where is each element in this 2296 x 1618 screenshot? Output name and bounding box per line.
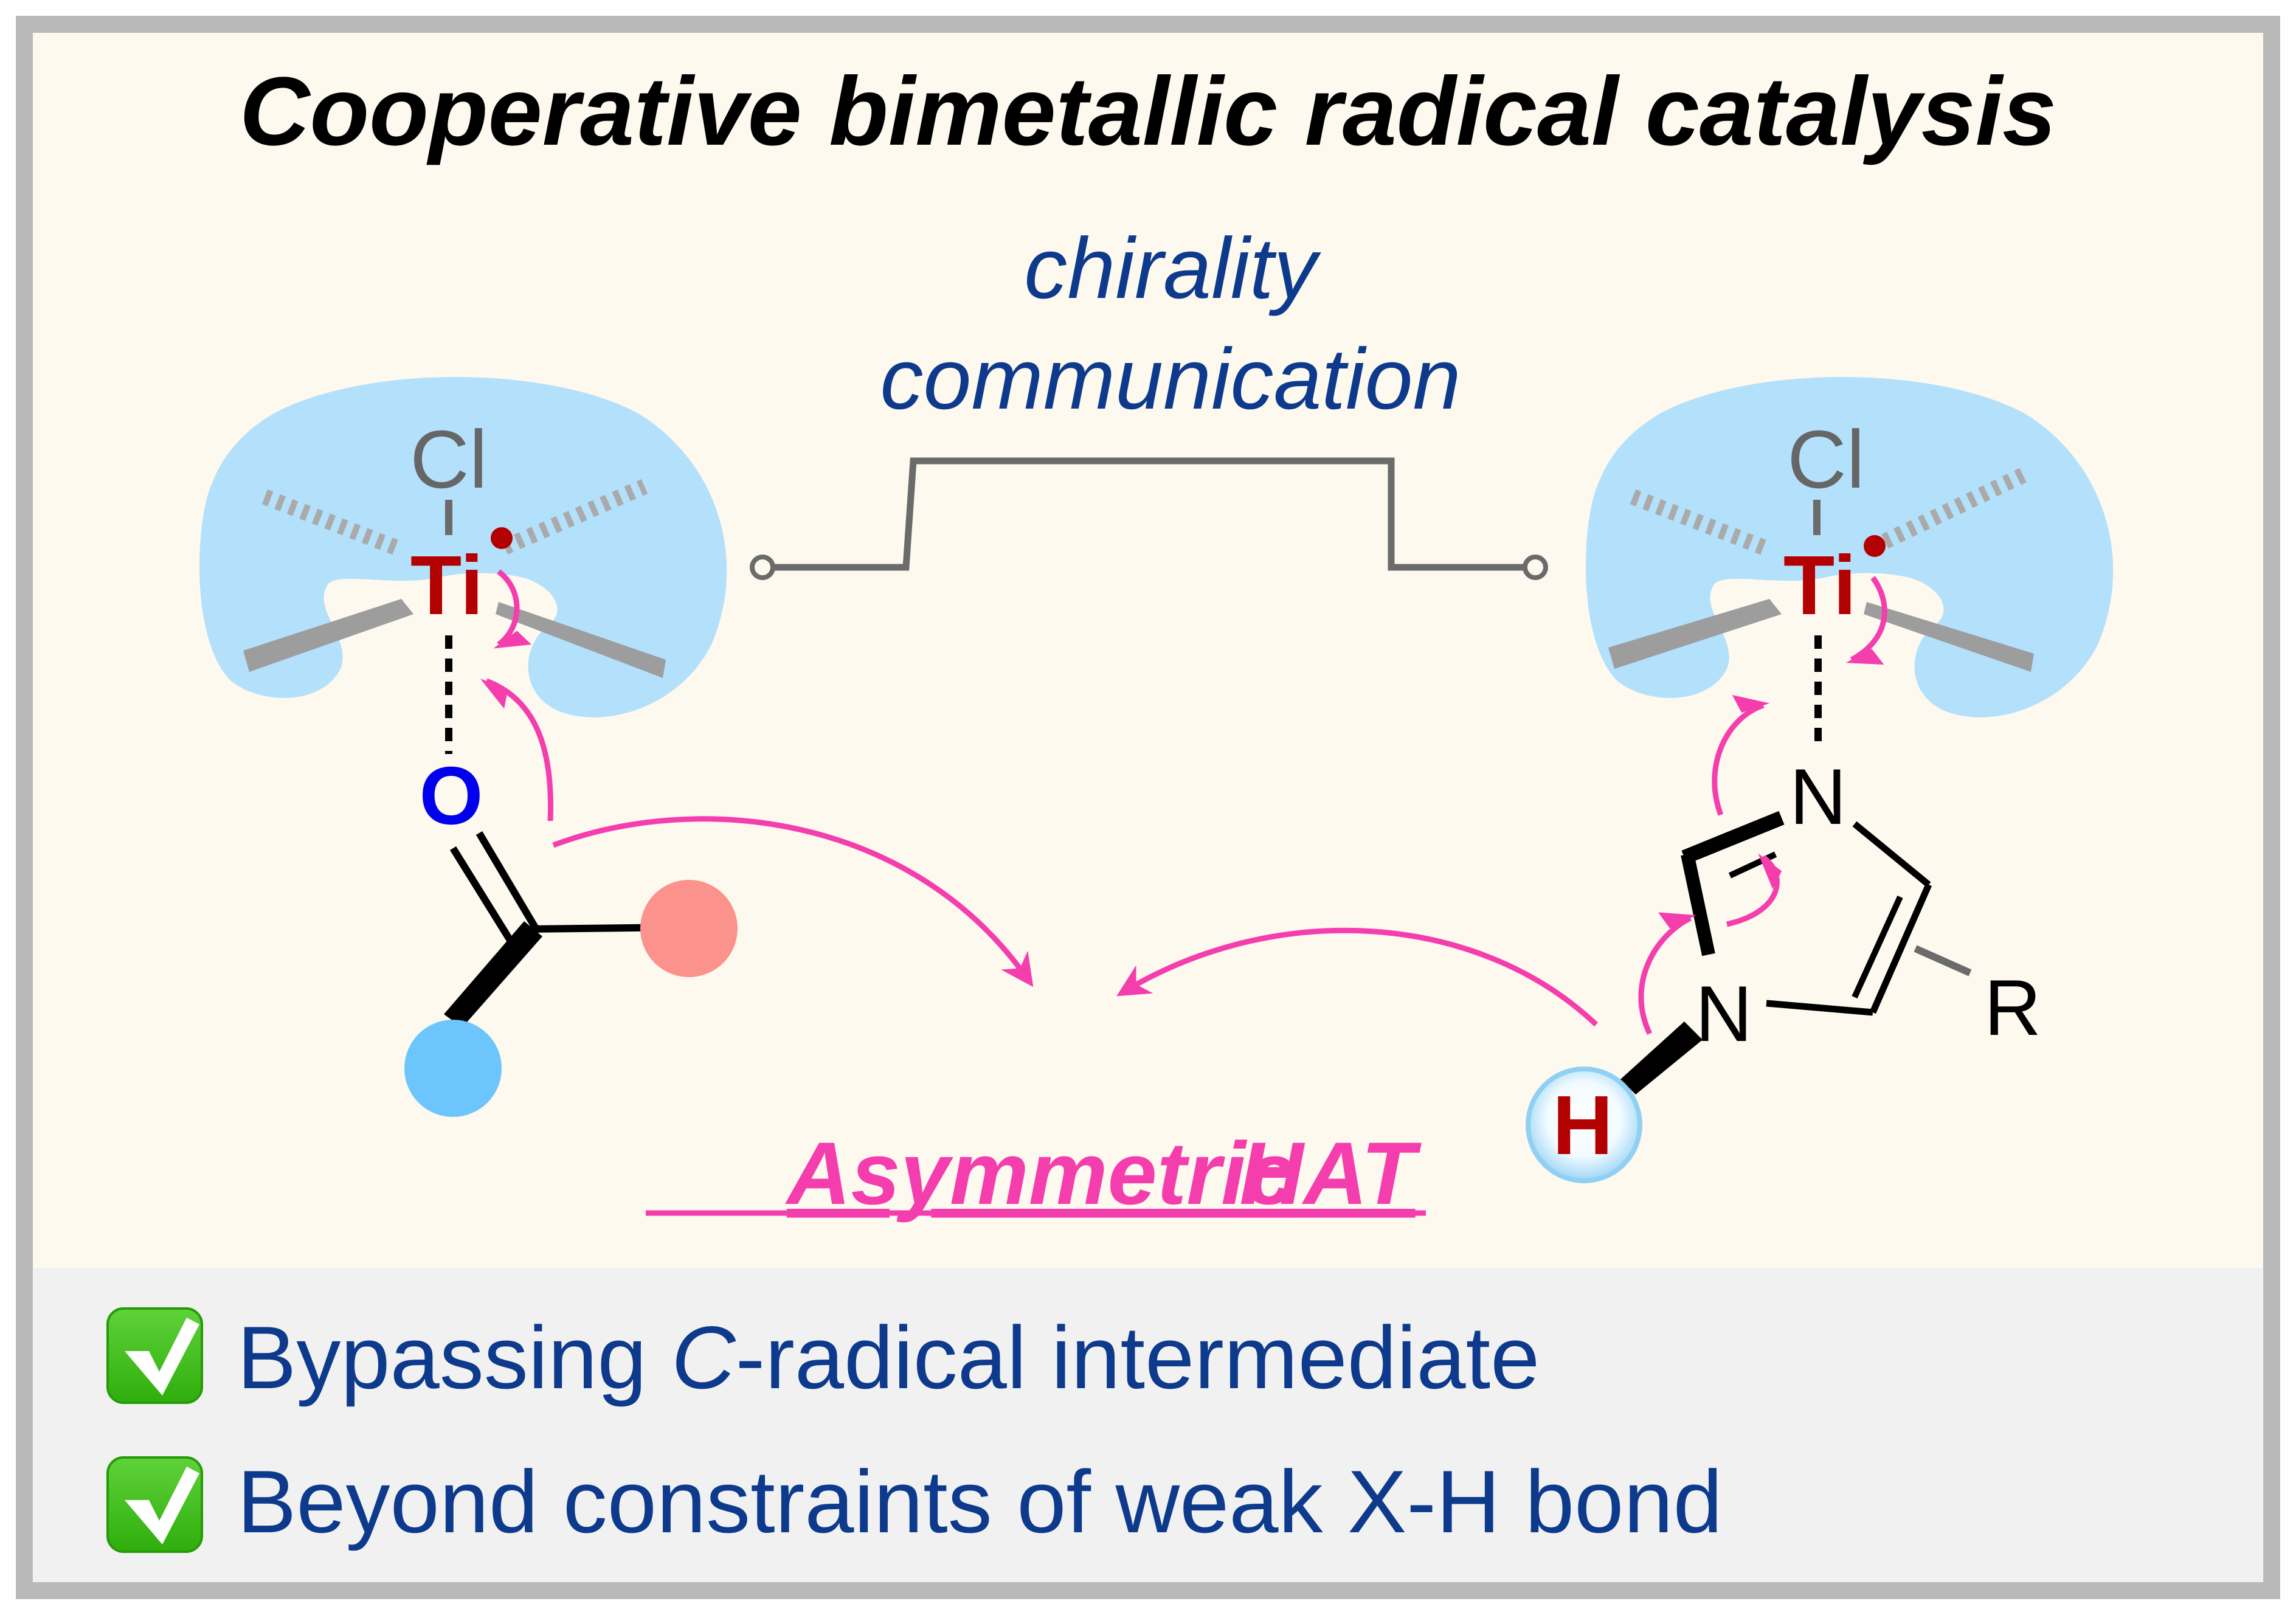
left-radical-dot: [491, 527, 513, 549]
ring-arrow: [1726, 853, 1782, 927]
feature-text-1: Bypassing C-radical intermediate: [237, 1308, 1540, 1407]
hydrogen-bubble: [1526, 1067, 1642, 1183]
check-box-icon: [106, 1456, 203, 1553]
left-arrow-ti-loop: [493, 569, 531, 649]
feature-item-2: Beyond constraints of weak X-H bond: [106, 1452, 1723, 1553]
left-arrow-to-ti: [480, 678, 554, 821]
hat-label: HAT: [1239, 1124, 1422, 1223]
check-box-icon: [106, 1307, 203, 1404]
scheme-title: Cooperative bimetallic radical catalysis: [240, 57, 2056, 165]
right-radical-dot: [1864, 535, 1886, 557]
left-chlorine: Cl: [410, 413, 488, 505]
left-titanium: Ti: [410, 539, 483, 632]
blue-substituent-sphere: [404, 1020, 502, 1117]
right-titanium: Ti: [1783, 539, 1856, 632]
imidazole-n-bottom: N: [1695, 969, 1752, 1058]
chirality-linker: [750, 457, 1548, 580]
feature-item-1: Bypassing C-radical intermediate: [106, 1307, 1540, 1407]
pink-substituent-sphere: [640, 880, 738, 977]
electron-flow-arrows: [480, 569, 1887, 1035]
n-to-ti-arrow: [1712, 694, 1770, 816]
left-complex-bonds: [243, 479, 666, 754]
features-panel: [33, 1268, 2263, 1582]
left-arrow-to-hat: [552, 816, 1034, 987]
communication-label: communication: [880, 331, 1461, 427]
nh-bond-arrow: [1638, 912, 1696, 1035]
feature-text-2: Beyond constraints of weak X-H bond: [237, 1452, 1723, 1551]
substituent-r: R: [1984, 963, 2041, 1052]
chirality-label: chirality: [1024, 220, 1321, 317]
asymmetric-label: Asymmetric: [785, 1124, 1295, 1223]
right-complex-bonds: [1608, 467, 2034, 748]
right-arrow-ti-loop: [1845, 576, 1887, 665]
imidazole-ring-bonds: [1620, 811, 1972, 1094]
right-arrow-to-hat: [1116, 927, 1599, 1027]
transferring-hydrogen: H: [1552, 1079, 1613, 1172]
left-oxygen: O: [419, 750, 483, 842]
right-chlorine: Cl: [1787, 413, 1865, 505]
imidazole-n-top: N: [1789, 752, 1847, 841]
